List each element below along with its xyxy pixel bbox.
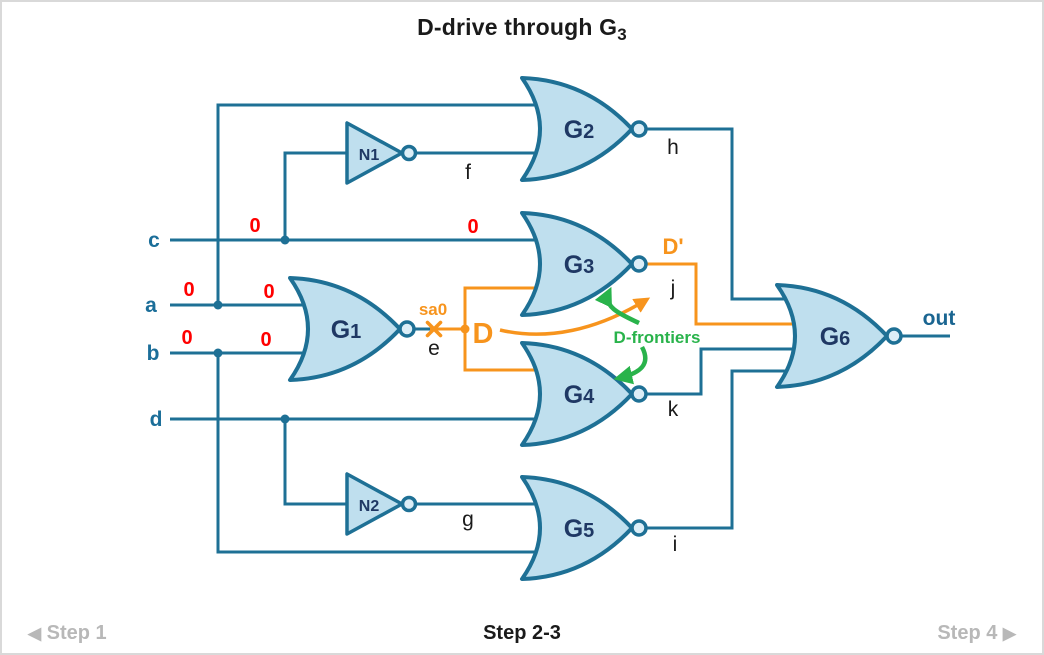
next-arrow-icon: ▶ xyxy=(1002,623,1016,643)
gate-label-g2: G2 xyxy=(564,116,595,144)
inversion-bubble-n2 xyxy=(400,495,418,513)
value-zero-c2: 0 xyxy=(467,216,478,238)
gate-label-g5: G5 xyxy=(564,515,595,543)
net-label-k: k xyxy=(668,398,679,421)
inversion-bubble-g1 xyxy=(398,320,416,338)
net-label-j: j xyxy=(670,277,676,300)
gate-label-n2: N2 xyxy=(359,498,380,515)
fault-wires xyxy=(425,262,807,372)
wire-d-to-n2 xyxy=(283,419,349,506)
inversion-bubble-g5 xyxy=(630,519,648,537)
signal-label-dprime: D' xyxy=(662,234,683,259)
net-label-f: f xyxy=(465,161,471,184)
net-label-e: e xyxy=(428,337,440,360)
step-navigation-bar: ◀ Step 1 Step 2-3 Step 4 ▶ xyxy=(28,616,1016,650)
gate-g6: G6 xyxy=(775,283,903,389)
wire-c-to-n1 xyxy=(283,151,349,240)
annotation-d-frontiers: D-frontiers xyxy=(614,328,701,347)
net-label-h: h xyxy=(667,136,679,159)
value-zero-b2: 0 xyxy=(260,329,271,351)
title-subscript: 3 xyxy=(617,25,627,44)
prev-step-label: Step 1 xyxy=(46,621,107,644)
gate-label-g1: G1 xyxy=(331,316,362,344)
inverter-n2: N2 xyxy=(345,472,418,536)
wire-h-g2-to-g6 xyxy=(646,127,807,301)
prev-arrow-icon: ◀ xyxy=(28,623,42,643)
d-frontier-arrow-g3 xyxy=(594,286,640,326)
inversion-bubble-n1 xyxy=(400,144,418,162)
input-label-d: d xyxy=(150,408,163,431)
wire-dprime-g3-to-g6 xyxy=(646,262,807,326)
d-propagation-arrow xyxy=(499,297,651,336)
prev-step-button[interactable]: ◀ Step 1 xyxy=(28,622,107,645)
inversion-bubble-g2 xyxy=(630,120,648,138)
junction-dot-c xyxy=(280,235,290,245)
stuck-at-x-icon xyxy=(425,320,443,338)
value-zero-b1: 0 xyxy=(181,327,192,349)
wire-b-to-g5 xyxy=(216,353,547,554)
next-step-button[interactable]: Step 4 ▶ xyxy=(937,622,1016,645)
current-step-label: Step 2-3 xyxy=(483,621,561,644)
gate-g1: G1 xyxy=(288,276,416,382)
wire-i-g5-to-g6 xyxy=(646,369,807,530)
junction-dot-d xyxy=(280,414,290,424)
gate-g5: G5 xyxy=(520,475,648,581)
gate-label-g4: G4 xyxy=(564,381,595,409)
wires xyxy=(170,103,950,554)
value-zero-a1: 0 xyxy=(183,279,194,301)
net-label-i: i xyxy=(673,533,678,556)
inversion-bubble-g6 xyxy=(885,327,903,345)
input-label-b: b xyxy=(147,342,160,365)
d-frontier-arrow-g4 xyxy=(613,345,648,385)
signal-label-d: D xyxy=(473,318,494,350)
gate-label-n1: N1 xyxy=(359,147,380,164)
junction-dot-b xyxy=(213,348,223,358)
junction-dot-a xyxy=(213,300,223,310)
junction-dot-dfanout xyxy=(460,324,470,334)
gate-g2: G2 xyxy=(520,76,648,182)
input-label-a: a xyxy=(145,294,157,317)
net-label-out: out xyxy=(923,307,956,330)
inversion-bubble-g3 xyxy=(630,255,648,273)
net-label-g: g xyxy=(462,508,474,531)
inverter-n1: N1 xyxy=(345,121,418,185)
inversion-bubble-g4 xyxy=(630,385,648,403)
fault-label-sa0: sa0 xyxy=(419,300,447,319)
wire-a-to-g2 xyxy=(216,103,547,305)
input-label-c: c xyxy=(148,229,160,252)
title-text: D-drive through G xyxy=(417,14,618,40)
gate-g4: G4 xyxy=(520,341,648,447)
gate-label-g6: G6 xyxy=(820,323,851,351)
next-step-label: Step 4 xyxy=(937,621,998,644)
gate-label-g3: G3 xyxy=(564,251,595,279)
value-zero-c1: 0 xyxy=(249,215,260,237)
wire-k-g4-to-g6 xyxy=(646,347,807,396)
page-title: D-drive through G3 xyxy=(2,14,1042,45)
value-zero-a2: 0 xyxy=(263,281,274,303)
gate-g3: G3 xyxy=(520,211,648,317)
